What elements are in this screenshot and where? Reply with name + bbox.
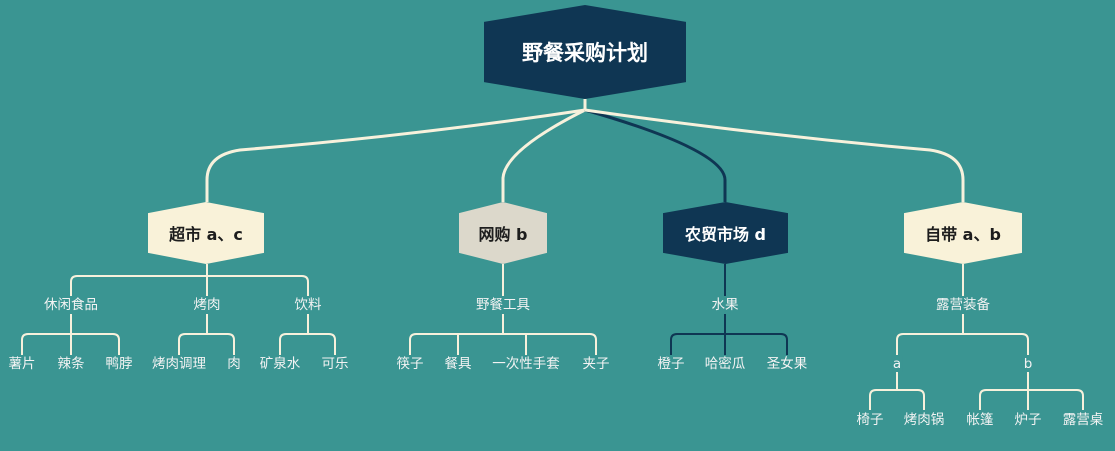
leaf-node[interactable]: 帐篷 — [964, 412, 996, 428]
link-root-self — [584, 108, 965, 202]
subgroup-node-a[interactable]: a — [890, 356, 904, 372]
leaf-node[interactable]: 炉子 — [1012, 412, 1044, 428]
leaf-node[interactable]: 餐具 — [442, 356, 474, 372]
link-root-farm — [584, 108, 727, 202]
leaf-node[interactable]: 露营桌 — [1060, 412, 1106, 428]
leaf-node[interactable]: 辣条 — [55, 356, 87, 372]
group-node-picnic-tools[interactable]: 野餐工具 — [474, 297, 532, 313]
group-node-fruit[interactable]: 水果 — [709, 297, 741, 313]
leaf-node[interactable]: 一次性手套 — [490, 356, 562, 372]
group-node-snacks[interactable]: 休闲食品 — [42, 297, 100, 313]
subgroup-node-b[interactable]: b — [1021, 356, 1035, 372]
leaf-node[interactable]: 筷子 — [394, 356, 426, 372]
branch-node-online[interactable]: 网购 b — [459, 202, 547, 264]
branch-node-supermarket[interactable]: 超市 a、c — [148, 202, 264, 264]
group-node-bbq[interactable]: 烤肉 — [191, 297, 223, 313]
leaf-node[interactable]: 橙子 — [655, 356, 687, 372]
branch-node-farmers-market[interactable]: 农贸市场 d — [663, 202, 788, 264]
leaf-node[interactable]: 圣女果 — [764, 356, 810, 372]
group-node-drinks[interactable]: 饮料 — [292, 297, 324, 313]
leaf-node[interactable]: 夹子 — [580, 356, 612, 372]
leaf-node[interactable]: 鸭脖 — [103, 356, 135, 372]
leaf-node[interactable]: 矿泉水 — [257, 356, 303, 372]
link-root-supermarket — [205, 108, 586, 202]
branch-node-self-brought[interactable]: 自带 a、b — [904, 202, 1022, 264]
leaf-node[interactable]: 烤肉调理 — [150, 356, 208, 372]
leaf-node[interactable]: 薯片 — [6, 356, 38, 372]
root-node[interactable]: 野餐采购计划 — [484, 5, 686, 99]
leaf-node[interactable]: 可乐 — [319, 356, 351, 372]
group-node-camping-gear[interactable]: 露营装备 — [934, 297, 992, 313]
leaf-node[interactable]: 烤肉锅 — [901, 412, 947, 428]
link-root-online — [501, 108, 586, 202]
leaf-node[interactable]: 哈密瓜 — [702, 356, 748, 372]
leaf-node[interactable]: 肉 — [225, 356, 243, 372]
leaf-node[interactable]: 椅子 — [854, 412, 886, 428]
